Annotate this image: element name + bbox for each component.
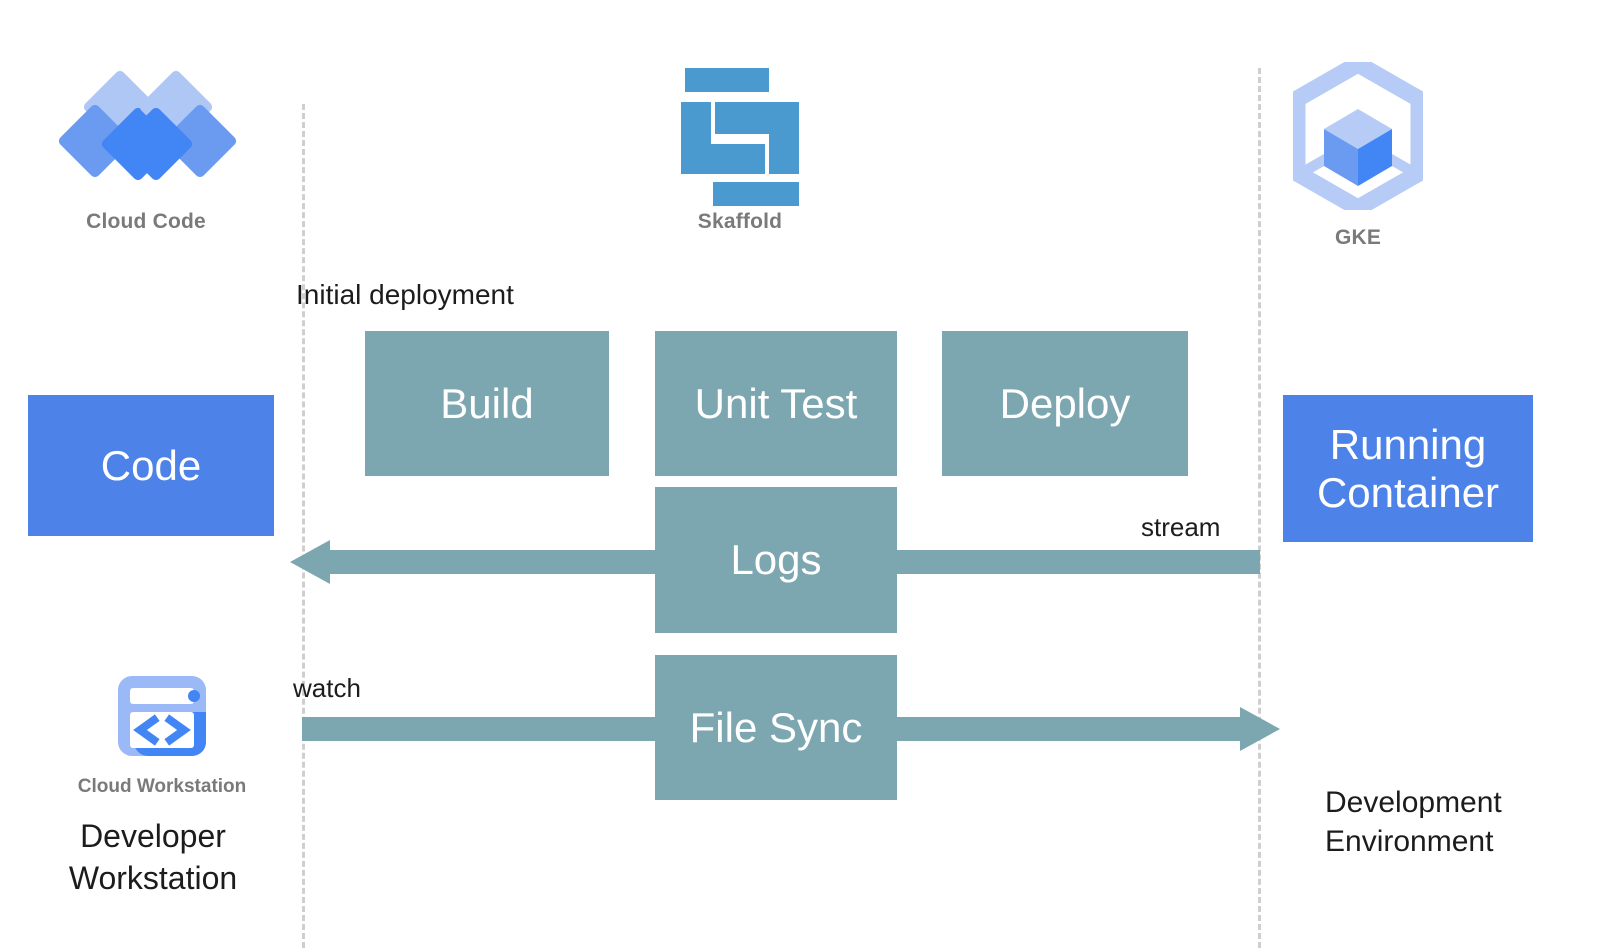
- skaffold-s-icon: [681, 68, 799, 206]
- artifact-box-running-container: Running Container: [1283, 395, 1533, 542]
- lane-right-line-1: Development: [1325, 786, 1502, 819]
- lane-left-line-1: Developer: [80, 818, 226, 854]
- stage-box-unit-test: Unit Test: [655, 331, 897, 476]
- logo-caption-cloud-code: Cloud Code: [86, 210, 206, 233]
- flow-box-file-sync: File Sync: [655, 655, 897, 800]
- stage-box-build: Build: [365, 331, 609, 476]
- logo-skaffold: Skaffold: [680, 68, 800, 234]
- logo-cloud-workstation: Cloud Workstation: [78, 668, 246, 798]
- lane-divider-left: [302, 104, 305, 948]
- cloud-workstation-browser-code-icon: [114, 668, 210, 764]
- artifact-box-code: Code: [28, 395, 274, 536]
- cloud-code-diamonds-icon: [56, 68, 239, 190]
- stage-box-deploy: Deploy: [942, 331, 1188, 476]
- lane-caption-development-environment: Development Environment: [1325, 783, 1600, 861]
- logo-caption-cloud-workstation: Cloud Workstation: [77, 776, 247, 797]
- label-stream: stream: [1141, 512, 1221, 542]
- running-container-line-1: Running: [1329, 420, 1487, 468]
- logo-caption-gke: GKE: [1334, 226, 1382, 249]
- lane-right-line-2: Environment: [1325, 825, 1494, 858]
- label-initial-deployment: Initial deployment: [296, 279, 514, 310]
- lane-left-line-2: Workstation: [68, 859, 238, 896]
- logo-gke: GKE: [1292, 62, 1424, 250]
- gke-hexagon-cube-icon: [1293, 62, 1423, 210]
- running-container-line-2: Container: [1316, 468, 1500, 516]
- lane-caption-developer-workstation: Developer Workstation: [38, 816, 268, 899]
- logo-cloud-code: Cloud Code: [56, 68, 239, 234]
- lane-divider-right: [1258, 68, 1261, 948]
- logo-caption-skaffold: Skaffold: [697, 210, 783, 233]
- flow-box-logs: Logs: [655, 487, 897, 633]
- label-watch: watch: [293, 673, 361, 703]
